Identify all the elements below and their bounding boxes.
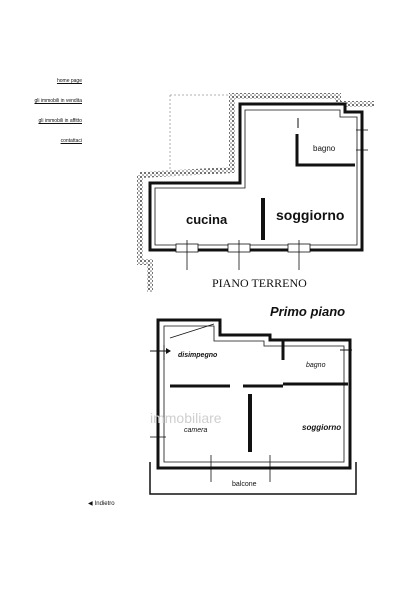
ground-floor-plan: bagno cucina soggiorno PIANO TERRENO (137, 93, 374, 292)
nav-immobili-affitto[interactable]: gli immobili in affitto (38, 118, 82, 124)
back-link[interactable]: ◀Indietro (88, 500, 115, 507)
ground-floor-title: PIANO TERRENO (212, 276, 307, 290)
watermark-graphic: immobiliare (150, 410, 222, 426)
room-label-cucina: cucina (186, 212, 228, 227)
room-label-soggiorno-first: soggiorno (302, 423, 341, 432)
first-floor-plan: immobiliare Primo piano disimpegno bagno… (149, 304, 357, 495)
nav-immobili-vendita[interactable]: gli immobili in vendita (34, 98, 82, 104)
triangle-left-icon: ◀ (88, 501, 93, 507)
room-label-bagno-first: bagno (306, 362, 326, 369)
room-label-bagno-ground: bagno (313, 144, 336, 153)
nav-contattaci[interactable]: contattaci (60, 138, 82, 144)
room-label-camera: camera (184, 427, 207, 434)
back-link-label: Indietro (94, 501, 115, 507)
room-label-disimpegno: disimpegno (178, 352, 218, 359)
first-floor-title: Primo piano (270, 304, 345, 319)
nav-home-page[interactable]: home page (56, 78, 82, 84)
room-label-soggiorno-ground: soggiorno (276, 207, 344, 223)
room-label-balcone: balcone (232, 481, 257, 488)
